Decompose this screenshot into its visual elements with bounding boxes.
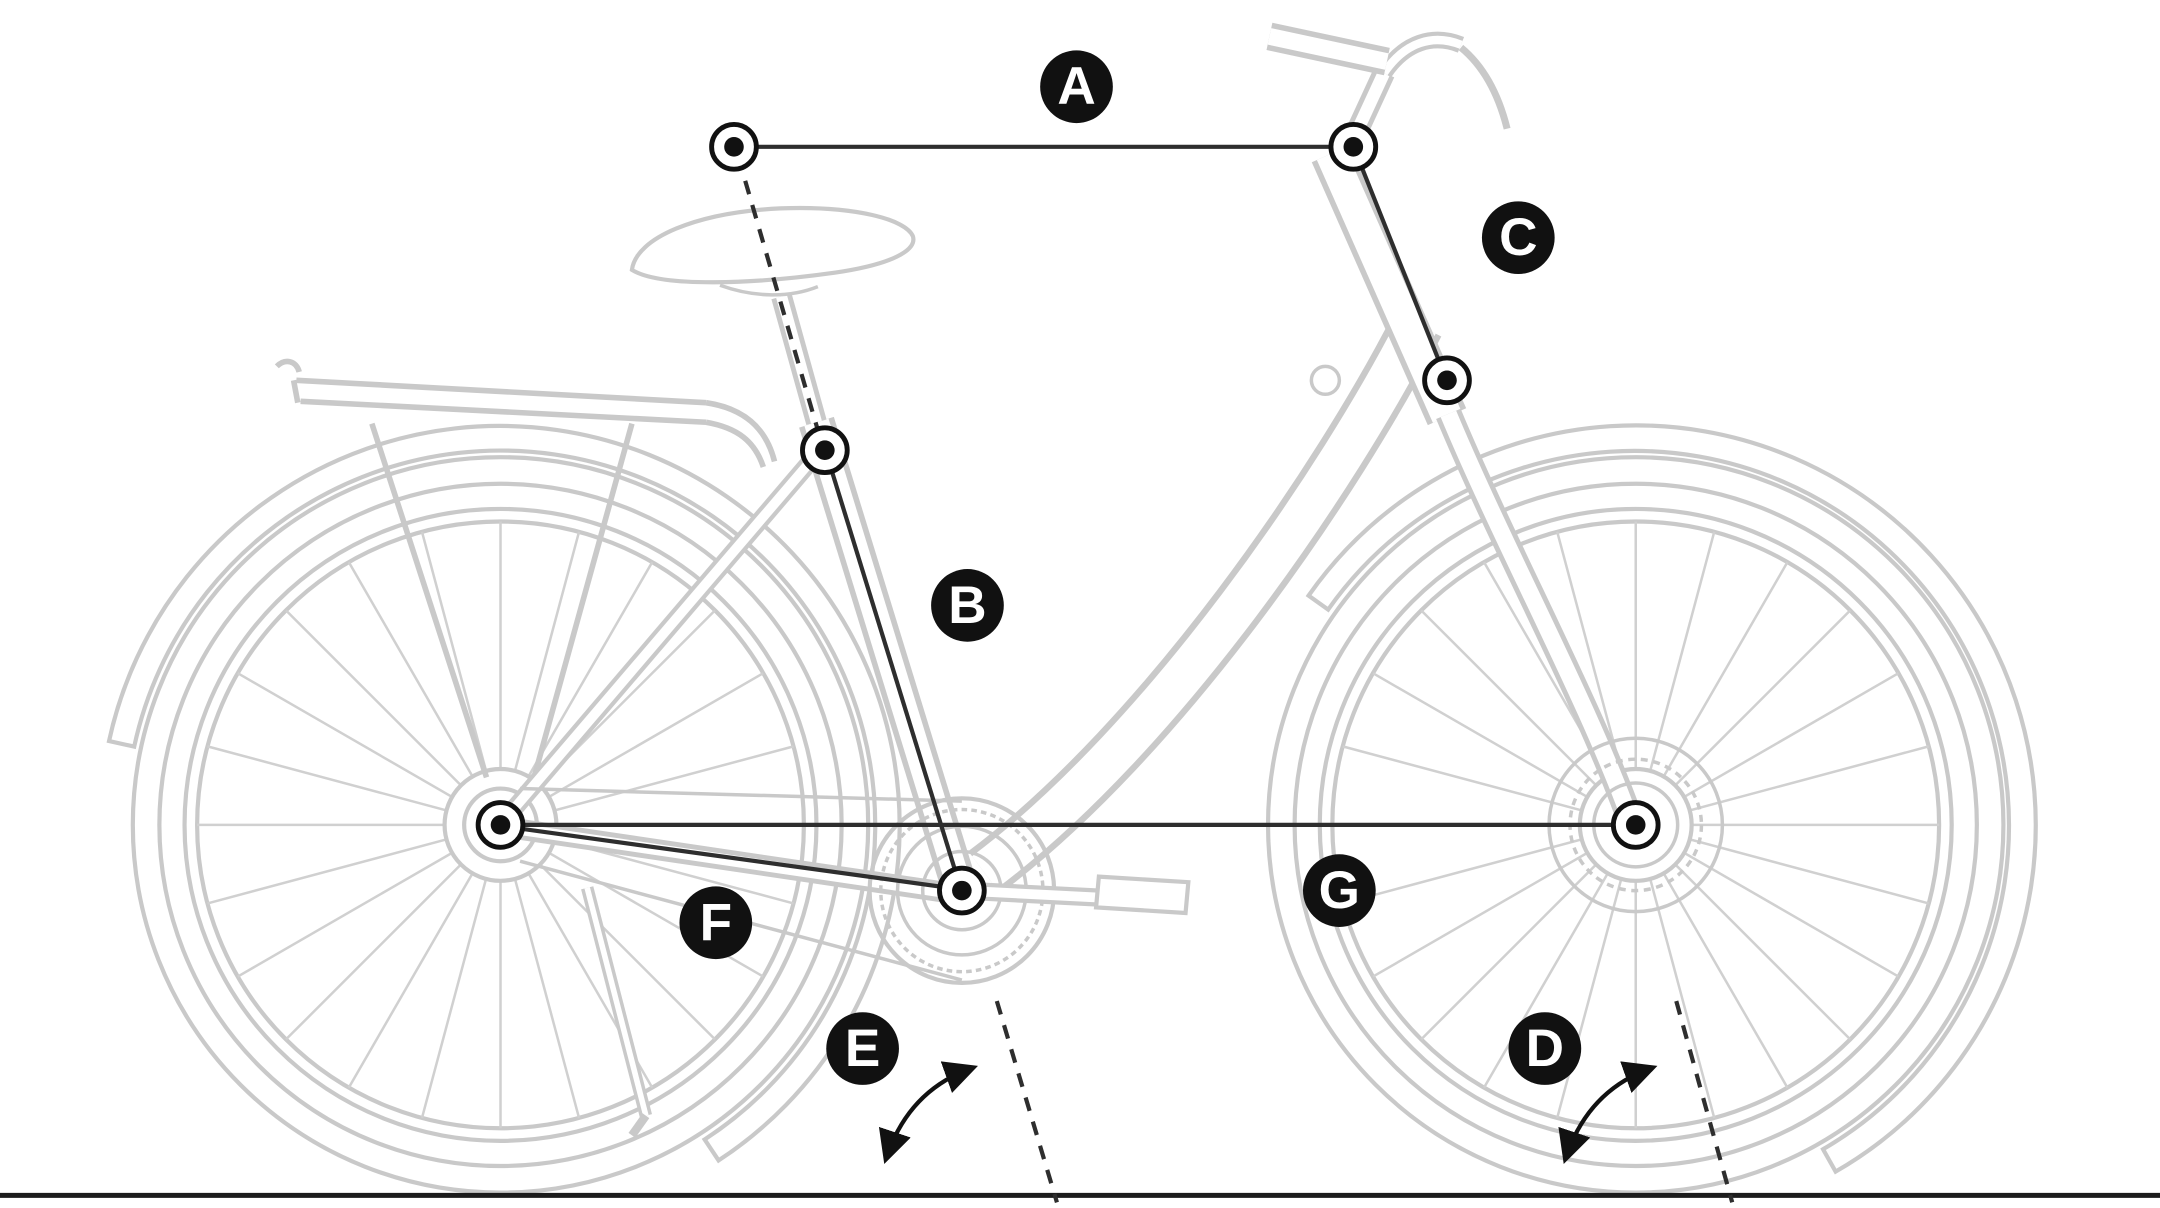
label-F-text: F bbox=[700, 893, 732, 952]
point-front-axle bbox=[1613, 803, 1658, 848]
bike-illustration bbox=[106, 22, 2038, 1195]
seat-axis-dashed-lower bbox=[994, 1000, 1059, 1203]
measurement-line-C bbox=[1352, 148, 1448, 379]
point-rear-axle bbox=[478, 803, 523, 848]
label-G: G bbox=[1302, 854, 1376, 927]
angle-arrow-D bbox=[1558, 1061, 1658, 1164]
front-fender bbox=[1305, 423, 2038, 1175]
label-D-circle bbox=[1508, 1012, 1582, 1085]
label-C-circle bbox=[1481, 201, 1555, 275]
frame-bell bbox=[1309, 364, 1342, 397]
label-E: E bbox=[826, 1012, 899, 1085]
label-E-text: E bbox=[845, 1019, 880, 1078]
label-G-text: G bbox=[1319, 861, 1360, 920]
measurement-line-F bbox=[503, 824, 960, 892]
label-B-circle bbox=[931, 569, 1004, 642]
point-bottom-bracket bbox=[939, 868, 984, 913]
measurement-line-B bbox=[824, 452, 963, 889]
label-F-circle bbox=[679, 886, 753, 960]
label-E-circle bbox=[826, 1012, 899, 1085]
label-B-text: B bbox=[948, 576, 986, 635]
measurement-lines bbox=[503, 144, 1735, 1203]
pedal bbox=[1093, 874, 1191, 916]
label-D-text: D bbox=[1526, 1019, 1564, 1078]
label-D: D bbox=[1508, 1012, 1582, 1085]
handlebar bbox=[1266, 22, 1511, 151]
kickstand bbox=[581, 886, 652, 1138]
point-seat-cluster bbox=[802, 428, 847, 473]
label-B: B bbox=[931, 569, 1004, 642]
label-C-text: C bbox=[1499, 208, 1537, 267]
label-A-circle bbox=[1040, 50, 1113, 124]
label-A-text: A bbox=[1057, 57, 1095, 116]
saddle bbox=[629, 205, 916, 297]
angle-arrow-E bbox=[878, 1061, 978, 1164]
label-C: C bbox=[1481, 201, 1555, 275]
rear-fender bbox=[106, 423, 902, 1164]
labels: A B C D E F G bbox=[679, 50, 1582, 1085]
steering-axis-dashed-lower bbox=[1674, 1000, 1735, 1203]
point-headtube-top bbox=[1331, 124, 1376, 169]
label-A: A bbox=[1040, 50, 1113, 124]
rear-rack bbox=[274, 358, 778, 779]
point-seatpost-top bbox=[712, 124, 757, 169]
label-F: F bbox=[679, 886, 753, 960]
label-G-circle bbox=[1302, 854, 1376, 927]
brake-lever bbox=[1458, 44, 1511, 130]
point-headtube-bottom bbox=[1425, 358, 1470, 403]
